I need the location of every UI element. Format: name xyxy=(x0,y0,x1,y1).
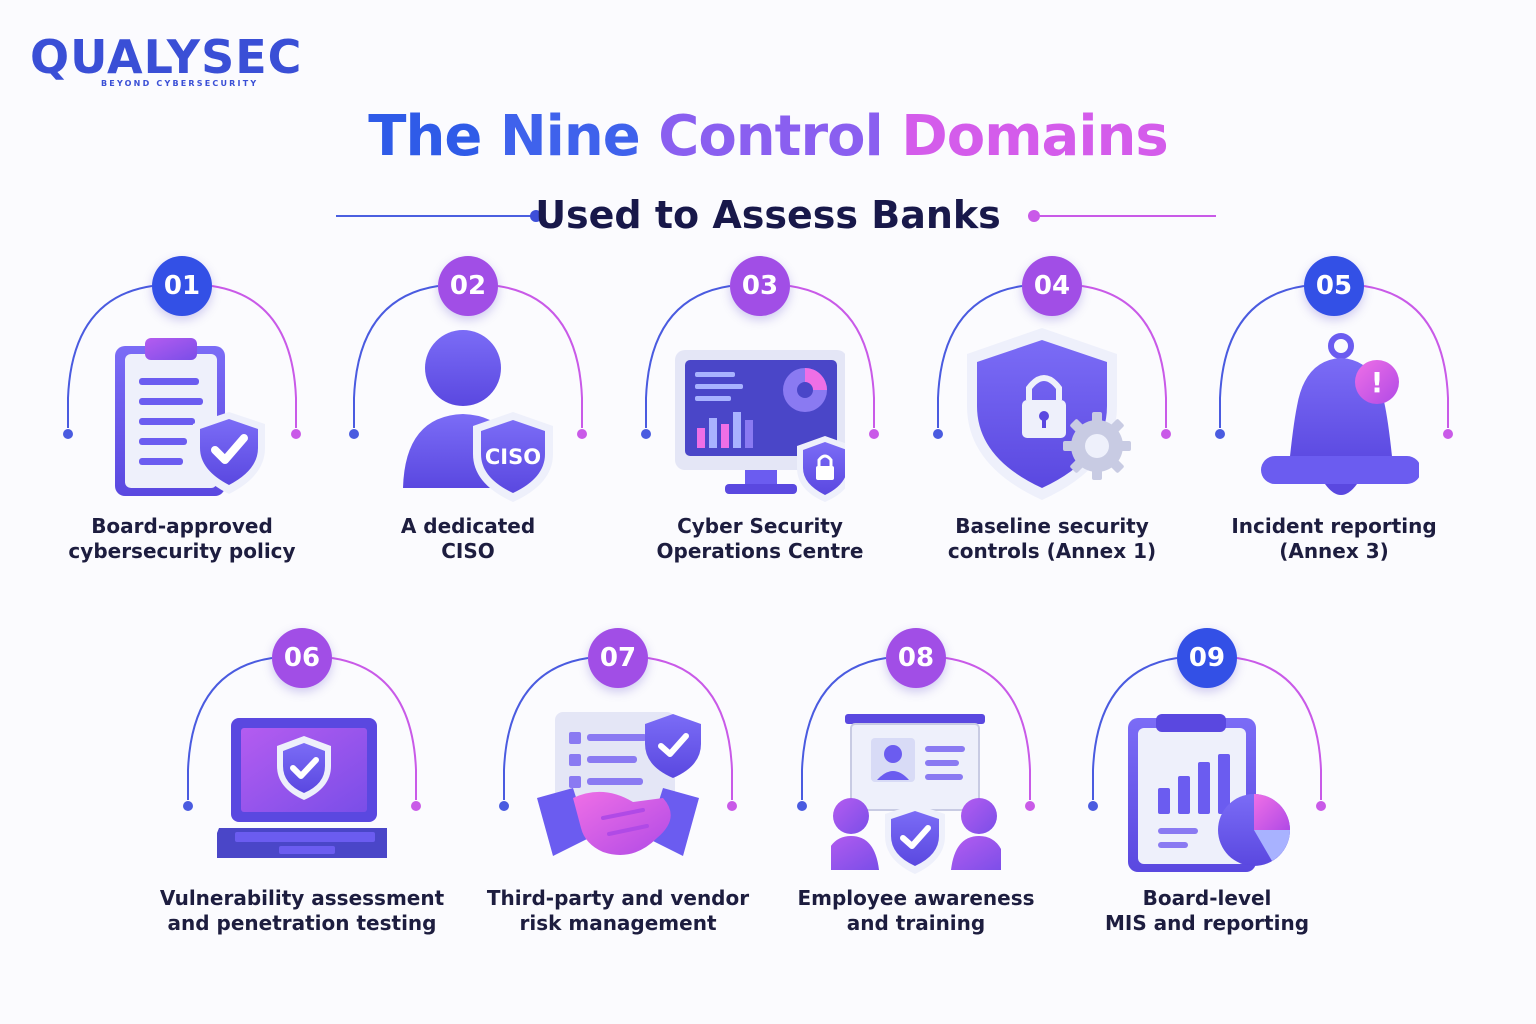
domain-label: A dedicated CISO xyxy=(400,514,536,563)
domain-card-04: 04 Baseline security controls (Annex 1) xyxy=(922,256,1182,588)
domain-label: Incident reporting (Annex 3) xyxy=(1231,514,1437,563)
training-board-icon xyxy=(831,714,1001,874)
domain-card-05: 05 ! Incident reporting (Annex 3) xyxy=(1204,256,1464,588)
title-word-2: Nine xyxy=(499,104,641,169)
monitor-dashboard-icon xyxy=(675,350,845,502)
domain-label: Cyber Security Operations Centre xyxy=(656,514,864,563)
title-word-4: Domains xyxy=(901,104,1168,169)
subtitle-dot-left xyxy=(530,210,542,222)
domain-label: Employee awareness and training xyxy=(797,886,1035,935)
subtitle-line-left xyxy=(336,215,532,217)
domain-label: Baseline security controls (Annex 1) xyxy=(947,514,1157,563)
domain-number: 09 xyxy=(1177,628,1237,688)
domain-card-09: 09 Board-level MIS and reporting xyxy=(1077,628,1337,960)
handshake-document-icon xyxy=(537,712,701,856)
domain-number: 04 xyxy=(1022,256,1082,316)
domain-card-01: 01 Board-approved cybersecurity policy xyxy=(52,256,312,588)
laptop-shield-icon xyxy=(217,718,387,858)
domain-card-07: 07 Third-party and vendor risk managemen… xyxy=(487,628,749,960)
domain-label: Board-level MIS and reporting xyxy=(1104,886,1310,935)
logo-tagline: BEYOND CYBERSECURITY xyxy=(101,79,259,88)
title-word-1: The xyxy=(368,104,482,169)
domain-label: Board-approved cybersecurity policy xyxy=(68,514,296,563)
subtitle-dot-right xyxy=(1028,210,1040,222)
domain-number: 02 xyxy=(438,256,498,316)
report-chart-icon xyxy=(1128,714,1290,872)
domain-card-06: 06 Vulnerability assessment and penetrat… xyxy=(160,628,444,960)
domain-number: 08 xyxy=(886,628,946,688)
page-subtitle: Used to Assess Banks xyxy=(535,193,1001,237)
qualysec-logo: QUALYSEC BEYOND CYBERSECURITY xyxy=(30,30,303,94)
domain-number: 01 xyxy=(152,256,212,316)
shield-lock-gear-icon xyxy=(967,328,1131,500)
domain-number: 07 xyxy=(588,628,648,688)
logo-brand: QUALYSEC xyxy=(30,30,303,84)
title-word-3: Control xyxy=(658,104,883,169)
page-title: The Nine Control Domains xyxy=(0,102,1536,172)
alert-badge-text: ! xyxy=(1371,366,1384,399)
subtitle-line-right xyxy=(1040,215,1216,217)
domain-card-03: 03 Cyber Security Operations Centre xyxy=(630,256,890,588)
domain-label: Third-party and vendor risk management xyxy=(486,886,750,935)
domain-card-08: 08 Employee awareness and training xyxy=(786,628,1046,960)
clipboard-shield-icon xyxy=(115,338,265,496)
domain-number: 05 xyxy=(1304,256,1364,316)
ciso-person-icon: CISO xyxy=(403,330,553,502)
domain-number: 03 xyxy=(730,256,790,316)
domain-number: 06 xyxy=(272,628,332,688)
domain-label: Vulnerability assessment and penetration… xyxy=(159,886,445,935)
subtitle-row: Used to Assess Banks xyxy=(0,190,1536,240)
alert-bell-icon: ! xyxy=(1261,333,1419,495)
domain-card-02: 02 CISO A dedicated CISO xyxy=(338,256,598,588)
ciso-badge-text: CISO xyxy=(485,445,541,469)
